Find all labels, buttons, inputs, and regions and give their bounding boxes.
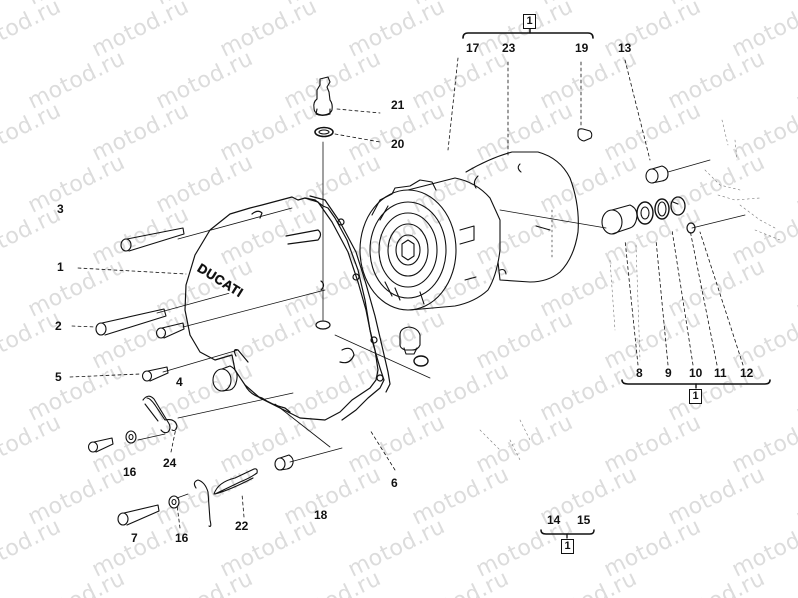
callout-10: 10 bbox=[689, 366, 703, 380]
part-short-bolt bbox=[155, 322, 185, 339]
callout-16-lower: 16 bbox=[175, 531, 189, 545]
callout-9: 9 bbox=[665, 366, 672, 380]
part-clutch-drum bbox=[465, 151, 579, 283]
callout-20: 20 bbox=[391, 137, 405, 151]
top-group-bracket bbox=[462, 28, 594, 39]
ducati-logo-text: DUCATI bbox=[195, 260, 246, 300]
callout-13: 13 bbox=[618, 41, 632, 55]
part-3-long-bolt bbox=[120, 227, 185, 252]
part-21-sensor bbox=[313, 76, 333, 117]
callout-4: 4 bbox=[176, 375, 183, 389]
callout-8: 8 bbox=[636, 366, 643, 380]
part-clutch-pressure-plate bbox=[359, 177, 501, 311]
callout-19: 19 bbox=[575, 41, 589, 55]
callout-3: 3 bbox=[57, 202, 64, 216]
part-8-bushing bbox=[601, 204, 638, 235]
callout-15: 15 bbox=[577, 513, 591, 527]
callout-22: 22 bbox=[235, 519, 249, 533]
bottom-group-bracket bbox=[540, 529, 595, 539]
callout-17: 17 bbox=[466, 41, 480, 55]
part-16-washer-upper bbox=[125, 430, 137, 444]
callout-12: 12 bbox=[740, 366, 754, 380]
callout-21: 21 bbox=[391, 98, 405, 112]
group-box-bottom: 1 bbox=[561, 539, 574, 554]
part-7-bolt bbox=[117, 504, 160, 526]
part-24-clip bbox=[142, 395, 178, 434]
callout-14: 14 bbox=[547, 513, 561, 527]
part-4-bushing bbox=[212, 365, 238, 392]
callout-18: 18 bbox=[314, 508, 328, 522]
part-10-seal bbox=[654, 198, 670, 220]
part-11-circlip bbox=[670, 196, 686, 216]
callout-7: 7 bbox=[131, 531, 138, 545]
part-oil-plug bbox=[399, 326, 429, 367]
leader-lines bbox=[69, 57, 744, 529]
part-22-spring-clip bbox=[193, 468, 258, 527]
callout-16-upper: 16 bbox=[123, 465, 137, 479]
part-18-dowel bbox=[274, 454, 294, 471]
part-9-bearing bbox=[636, 201, 654, 225]
group-box-right: 1 bbox=[689, 389, 702, 404]
part-1-clutch-cover bbox=[184, 195, 391, 421]
part-bolt-16-upper bbox=[87, 437, 114, 453]
assembly-lines bbox=[137, 141, 746, 499]
callout-1: 1 bbox=[57, 260, 64, 274]
ghost-shaft-detail bbox=[479, 119, 781, 461]
callout-11: 11 bbox=[714, 366, 727, 380]
part-5-bolt bbox=[141, 366, 169, 382]
callout-6: 6 bbox=[391, 476, 398, 490]
group-box-top: 1 bbox=[523, 14, 536, 29]
part-19-screw bbox=[577, 128, 593, 142]
callout-2: 2 bbox=[55, 319, 62, 333]
right-group-bracket bbox=[621, 379, 771, 389]
callout-5: 5 bbox=[55, 370, 62, 384]
part-20-washer bbox=[314, 126, 334, 138]
part-12-ring bbox=[686, 222, 696, 234]
part-2-long-bolt bbox=[95, 308, 167, 336]
callout-23: 23 bbox=[502, 41, 516, 55]
callout-24: 24 bbox=[163, 456, 177, 470]
part-16-washer-lower bbox=[168, 495, 180, 509]
ducati-logo: DUCATI bbox=[193, 259, 261, 309]
part-13-pin bbox=[645, 165, 669, 184]
